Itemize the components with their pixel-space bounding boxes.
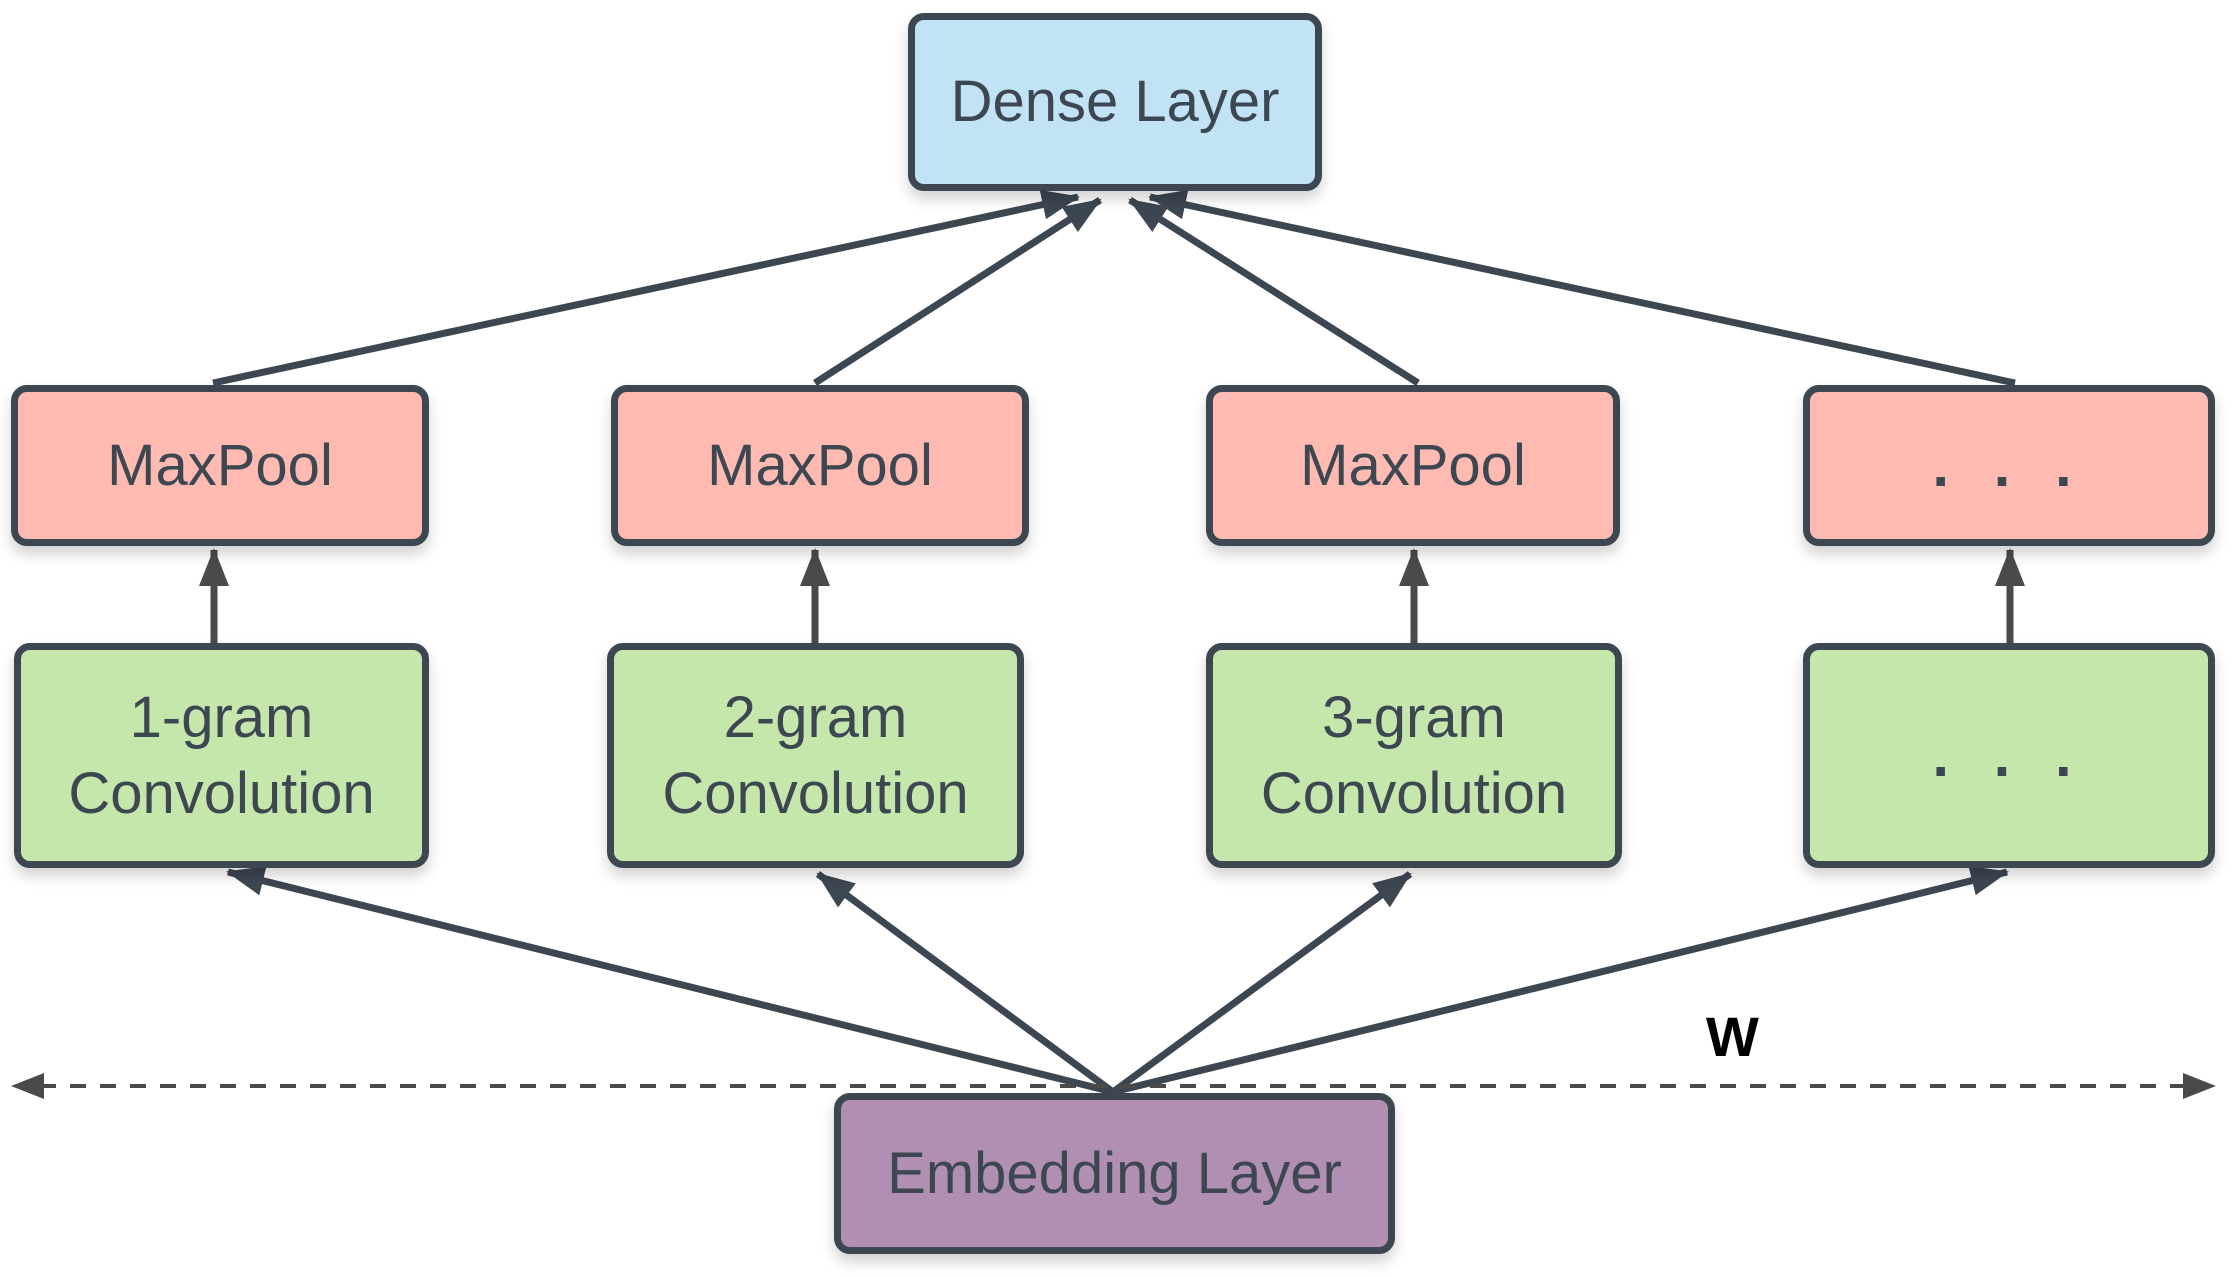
- conv-node-3gram: 3-gram Convolution: [1206, 643, 1622, 868]
- conv-label-line2: Convolution: [68, 760, 375, 826]
- conv-label-line1: 2-gram: [723, 685, 908, 751]
- edge-embedding-conv3: [1110, 871, 1413, 1095]
- ellipsis-label: . . .: [1932, 431, 2086, 499]
- conv-node-2gram: 2-gram Convolution: [607, 643, 1024, 868]
- maxpool-node-3: MaxPool: [1206, 385, 1620, 546]
- dense-layer-node: Dense Layer: [908, 13, 1322, 191]
- conv-label-line1: 1-gram: [129, 685, 314, 751]
- edge-maxpool1-dense: [212, 189, 1080, 387]
- edge-maxpool4-dense: [1148, 189, 2016, 387]
- w-axis-right-arrowhead: [2183, 1073, 2216, 1099]
- maxpool-label: MaxPool: [707, 432, 933, 498]
- edge-embedding-conv1: [226, 866, 1114, 1096]
- ellipsis-label: . . .: [1932, 721, 2086, 789]
- edge-maxpool3-dense: [1128, 197, 1420, 386]
- maxpool-node-1: MaxPool: [11, 385, 429, 546]
- maxpool-label: MaxPool: [1300, 432, 1526, 498]
- maxpool-node-2: MaxPool: [611, 385, 1029, 546]
- dense-layer-label: Dense Layer: [950, 69, 1280, 135]
- conv-node-1gram: 1-gram Convolution: [14, 643, 429, 868]
- edge-maxpool2-dense: [813, 197, 1102, 386]
- conv-node-more: . . .: [1803, 643, 2215, 868]
- embedding-layer-node: Embedding Layer: [834, 1093, 1395, 1254]
- conv-label-line2: Convolution: [662, 760, 969, 826]
- maxpool-label: MaxPool: [107, 432, 333, 498]
- embedding-layer-label: Embedding Layer: [887, 1140, 1342, 1206]
- w-axis-label: W: [1706, 1005, 1759, 1068]
- maxpool-node-more: . . .: [1803, 385, 2215, 546]
- conv-label-line1: 3-gram: [1322, 685, 1506, 751]
- w-axis-left-arrowhead: [11, 1073, 44, 1099]
- edge-embedding-conv4: [1112, 866, 2009, 1096]
- conv-label-line2: Convolution: [1260, 760, 1568, 826]
- edge-embedding-conv2: [815, 871, 1116, 1095]
